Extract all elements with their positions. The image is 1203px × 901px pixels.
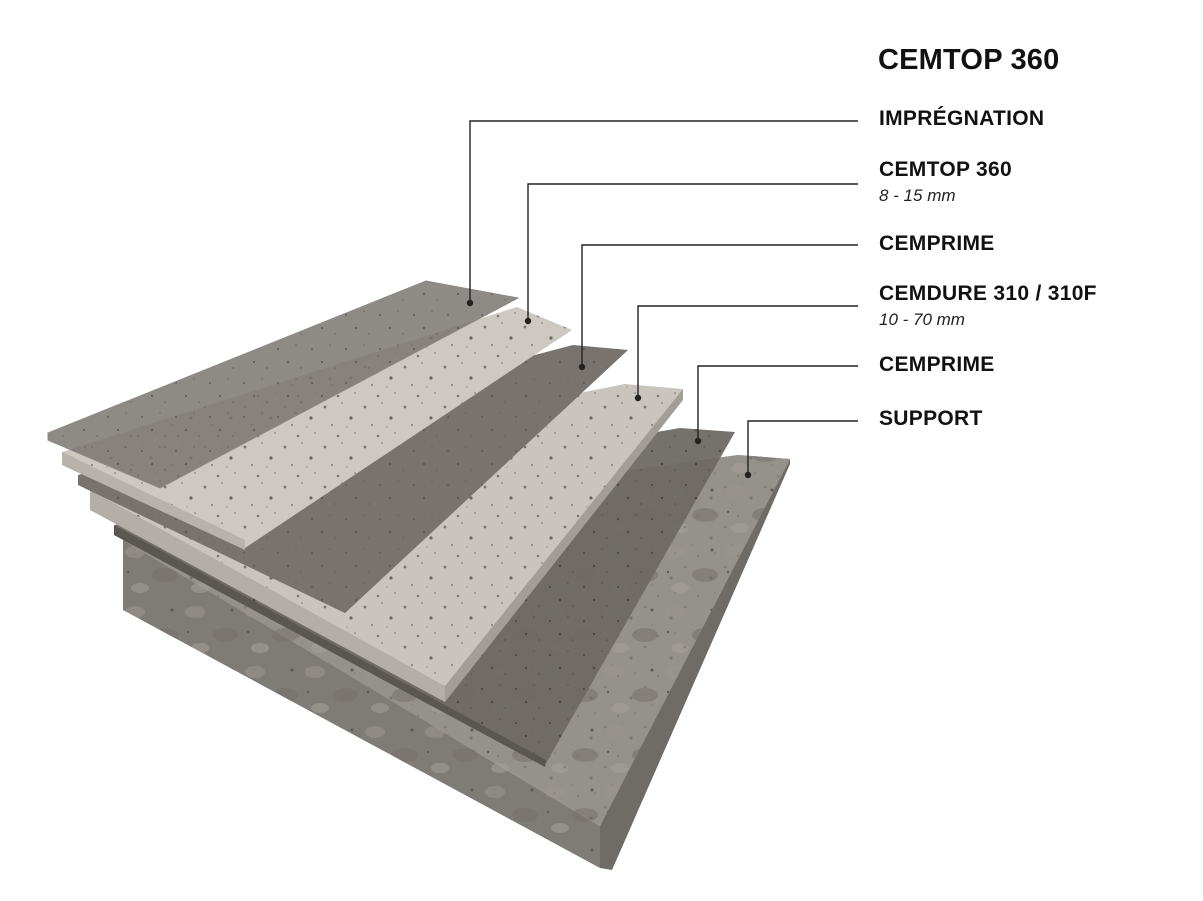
- leader-support: [747, 420, 858, 475]
- leader-dot: [694, 437, 702, 445]
- label-cemprime-lower: CEMPRIME: [879, 353, 995, 376]
- leader-cemdure: [637, 305, 858, 398]
- leader-dot: [744, 471, 752, 479]
- support-side-face: [600, 459, 790, 870]
- label-cemtop: CEMTOP 360: [879, 158, 1012, 181]
- thickness-cemdure: 10 - 70 mm: [879, 310, 965, 329]
- leader-dot: [634, 394, 642, 402]
- label-cemdure: CEMDURE 310 / 310F: [879, 282, 1097, 305]
- leader-lines: [469, 120, 858, 475]
- cemprime-upper-layer: [78, 345, 628, 613]
- leader-dot: [524, 317, 532, 325]
- leader-dot: [466, 299, 474, 307]
- label-support: SUPPORT: [879, 407, 983, 430]
- leader-dot: [578, 363, 586, 371]
- leader-cemprime-upper: [581, 244, 858, 367]
- label-cemprime-upper: CEMPRIME: [879, 232, 995, 255]
- leader-cemprime-lower: [697, 365, 858, 441]
- leader-cemtop: [527, 183, 858, 321]
- thickness-cemtop: 8 - 15 mm: [879, 186, 956, 205]
- diagram-title: CEMTOP 360: [878, 44, 1060, 76]
- impregnation-layer: [47, 280, 520, 489]
- cemtop-layer: [62, 307, 572, 550]
- leader-dots: [466, 299, 752, 479]
- label-impregnation: IMPRÉGNATION: [879, 107, 1045, 130]
- leader-impregnation: [469, 120, 858, 303]
